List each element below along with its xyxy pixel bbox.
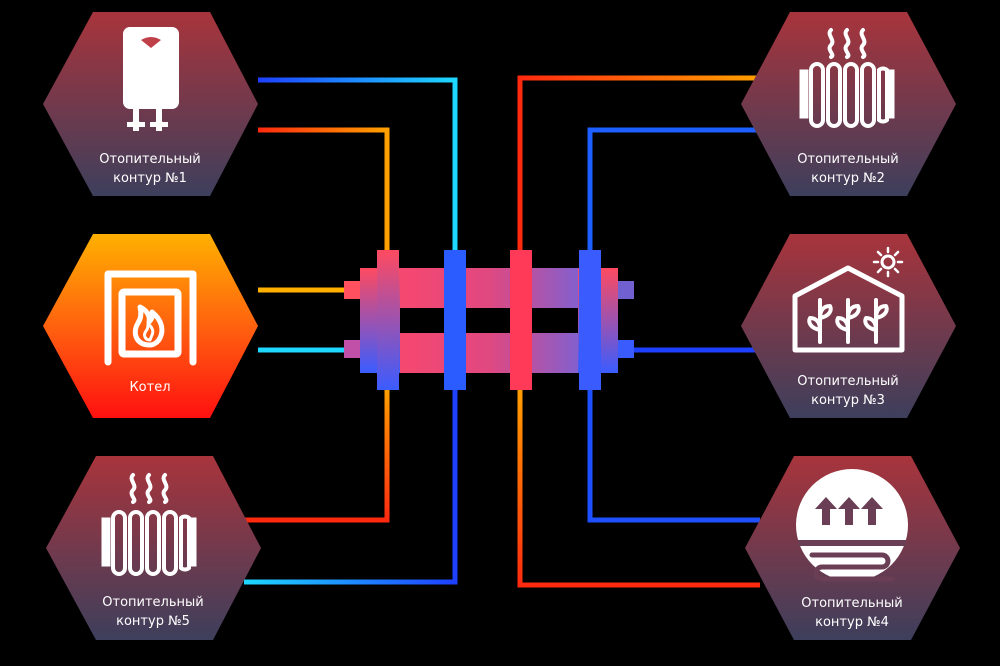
- circuit-1-label: Отопительный контур №1: [50, 150, 250, 188]
- pipe-c5-cold: [244, 388, 458, 585]
- circuit-2-label: Отопительный контур №2: [748, 150, 948, 188]
- circuit-5-label-line1: Отопительный: [102, 595, 204, 610]
- circuit-3-label: Отопительный контур №3: [748, 372, 948, 410]
- hydraulic-manifold: [344, 250, 634, 390]
- circuit-2-label-line2: контур №2: [811, 171, 885, 186]
- circuit-1-label-line1: Отопительный: [99, 152, 201, 167]
- circuit-5-label: Отопительный контур №5: [53, 593, 253, 631]
- greenhouse-icon: [792, 246, 905, 353]
- circuit-2-label-line1: Отопительный: [797, 152, 899, 167]
- circuit-3-label-line2: контур №3: [811, 393, 885, 408]
- boiler-label: Котел: [50, 378, 250, 397]
- pipes: [244, 75, 760, 588]
- circuit-4-label-line1: Отопительный: [801, 596, 903, 611]
- pipe-c1-cold: [258, 77, 458, 255]
- radiator-icon: [799, 28, 895, 128]
- hex-circuit-5[interactable]: [46, 456, 261, 640]
- pipe-c4-cold: [587, 388, 760, 523]
- radiator-icon: [101, 473, 197, 576]
- pipe-c2-cold: [587, 127, 760, 255]
- circuit-5-label-line2: контур №5: [116, 614, 190, 629]
- circuit-3-label-line1: Отопительный: [797, 374, 899, 389]
- hex-circuit-2[interactable]: [741, 12, 956, 196]
- circuit-4-label-line2: контур №4: [815, 615, 889, 630]
- boiler-flame-icon: [104, 270, 197, 366]
- circuit-1-label-line2: контур №1: [113, 171, 187, 186]
- pipe-c5-hot: [244, 388, 390, 523]
- pipe-c1-hot: [258, 127, 390, 255]
- pipe-c2-hot: [517, 75, 760, 255]
- floor-heating-icon: [796, 469, 908, 582]
- circuit-4-label: Отопительный контур №4: [752, 594, 952, 632]
- boiler-label-text: Котел: [129, 380, 171, 395]
- pipe-c4-hot: [517, 388, 760, 588]
- water-heater-icon: [123, 27, 179, 131]
